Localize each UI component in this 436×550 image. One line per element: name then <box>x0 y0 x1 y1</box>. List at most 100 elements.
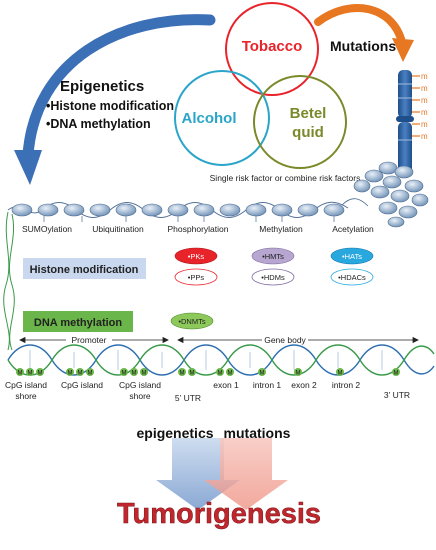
cpg-island: CpG island <box>61 380 103 390</box>
modification-phosphorylation: Phosphorylation <box>168 224 229 234</box>
alcohol-circle <box>174 70 270 166</box>
epigenetics-item-dna: •DNA methylation <box>46 117 151 131</box>
cpg-island-shore-2-line1: CpG island <box>119 380 161 390</box>
svg-text:M: M <box>78 371 83 377</box>
svg-text:M: M <box>122 371 127 377</box>
methyl-marker: M <box>294 368 302 377</box>
epigenetics-title: Epigenetics <box>60 78 144 95</box>
betel-label-line2: quid <box>292 124 324 141</box>
hats-label: •HATs <box>342 252 362 261</box>
hdms-label: •HDMs <box>261 273 285 282</box>
exon1-label: exon 1 <box>213 380 239 390</box>
histone-modification-label: Histone modification <box>30 264 139 276</box>
cpg-island-shore-1-line2: shore <box>15 391 37 401</box>
cpg-island-shore-1-line1: CpG island <box>5 380 47 390</box>
chromatin-coil <box>341 161 429 228</box>
betel-circle <box>253 75 347 169</box>
hdms-oval <box>251 268 295 286</box>
chromosome-mark: m <box>421 72 428 81</box>
svg-text:M: M <box>68 371 73 377</box>
svg-text:M: M <box>132 371 137 377</box>
chromosome-mark: m <box>421 132 428 141</box>
svg-text:M: M <box>260 371 265 377</box>
chromosome: m m m m m m <box>396 70 428 174</box>
intron2-label: intron 2 <box>332 380 361 390</box>
methyl-marker: M <box>226 368 234 377</box>
svg-text:M: M <box>228 371 233 377</box>
betel-label-line1: Betel <box>290 105 327 122</box>
methyl-marker: M <box>16 368 24 377</box>
svg-text:M: M <box>338 371 343 377</box>
blue-curved-arrow <box>14 14 216 185</box>
methyl-marker: M <box>130 368 138 377</box>
orange-curved-arrow <box>314 4 414 62</box>
mutations-label: Mutations <box>330 38 396 54</box>
hmts-oval <box>251 247 295 265</box>
nucleosome-beads <box>11 203 345 217</box>
modification-sumoylation: SUMOylation <box>22 224 72 234</box>
epigenetics-arrow <box>156 438 240 510</box>
svg-text:M: M <box>28 371 33 377</box>
methyl-marker: M <box>36 368 44 377</box>
dna-methyl-markers: M M M M M M M M M M M M M M M M M <box>16 368 400 377</box>
hmts-label: •HMTs <box>262 252 284 261</box>
chromosome-methyl-tags <box>412 75 420 137</box>
hdacs-oval <box>330 268 374 286</box>
methyl-marker: M <box>216 368 224 377</box>
pks-label: •PKs <box>188 252 205 261</box>
utr3-label: 3’ UTR <box>384 390 410 400</box>
modification-labels: SUMOylation Ubiquitination Phosphorylati… <box>22 224 374 234</box>
modification-acetylation: Acetylation <box>332 224 374 234</box>
chromosome-mark: m <box>421 108 428 117</box>
cpg-island-shore-2-line2: shore <box>129 391 151 401</box>
gene-body-label: Gene body <box>264 335 306 345</box>
tobacco-circle <box>225 2 319 96</box>
svg-text:M: M <box>296 371 301 377</box>
methyl-marker: M <box>26 368 34 377</box>
svg-text:M: M <box>88 371 93 377</box>
nucleosome-string <box>7 201 349 222</box>
bottom-mutations-label: mutations <box>224 425 291 441</box>
promoter-label: Promoter <box>72 335 107 345</box>
svg-text:M: M <box>18 371 23 377</box>
methyl-marker: M <box>140 368 148 377</box>
svg-text:M: M <box>142 371 147 377</box>
intron1-label: intron 1 <box>253 380 282 390</box>
chromosome-mark: m <box>421 84 428 93</box>
dna-methylation-label: DNA methylation <box>34 317 122 329</box>
methyl-marker: M <box>86 368 94 377</box>
histone-modification-box <box>23 258 146 279</box>
methyl-marker: M <box>76 368 84 377</box>
mutations-arrow <box>204 438 288 510</box>
svg-text:M: M <box>190 371 195 377</box>
epigenetics-item-histone: •Histone modification <box>46 99 174 113</box>
hdacs-label: •HDACs <box>338 273 366 282</box>
tumorigenesis-title: Tumorigenesis <box>117 498 321 530</box>
pps-label: •PPs <box>188 273 205 282</box>
utr5-label: 5’ UTR <box>175 393 201 403</box>
venn-caption: Single risk factor or combine risk facto… <box>210 173 361 183</box>
chromosome-mark: m <box>421 120 428 129</box>
epigenetics-block: Epigenetics •Histone modification •DNA m… <box>46 78 174 131</box>
enzyme-ovals: •PKs •PPs •HMTs •HDMs •HATs •HDACs •DNMT… <box>170 247 374 330</box>
bottom-epigenetics-label: epigenetics <box>136 425 213 441</box>
dnmts-oval <box>170 312 214 330</box>
methyl-marker: M <box>120 368 128 377</box>
tobacco-label: Tobacco <box>242 38 303 55</box>
dnmts-label: •DNMTs <box>178 317 205 326</box>
risk-factor-venn: Tobacco Alcohol Betel quid Single risk f… <box>174 2 361 183</box>
methyl-marker: M <box>66 368 74 377</box>
methyl-marker: M <box>392 368 400 377</box>
hats-oval <box>330 247 374 265</box>
alcohol-label: Alcohol <box>182 110 237 127</box>
converging-arrows <box>156 438 288 510</box>
methyl-marker: M <box>258 368 266 377</box>
pps-oval <box>174 268 218 286</box>
methyl-marker: M <box>336 368 344 377</box>
svg-text:M: M <box>218 371 223 377</box>
pks-oval <box>174 247 218 265</box>
methyl-marker: M <box>178 368 186 377</box>
methyl-marker: M <box>188 368 196 377</box>
gene-region-labels: CpG island shore CpG island CpG island s… <box>5 380 410 403</box>
